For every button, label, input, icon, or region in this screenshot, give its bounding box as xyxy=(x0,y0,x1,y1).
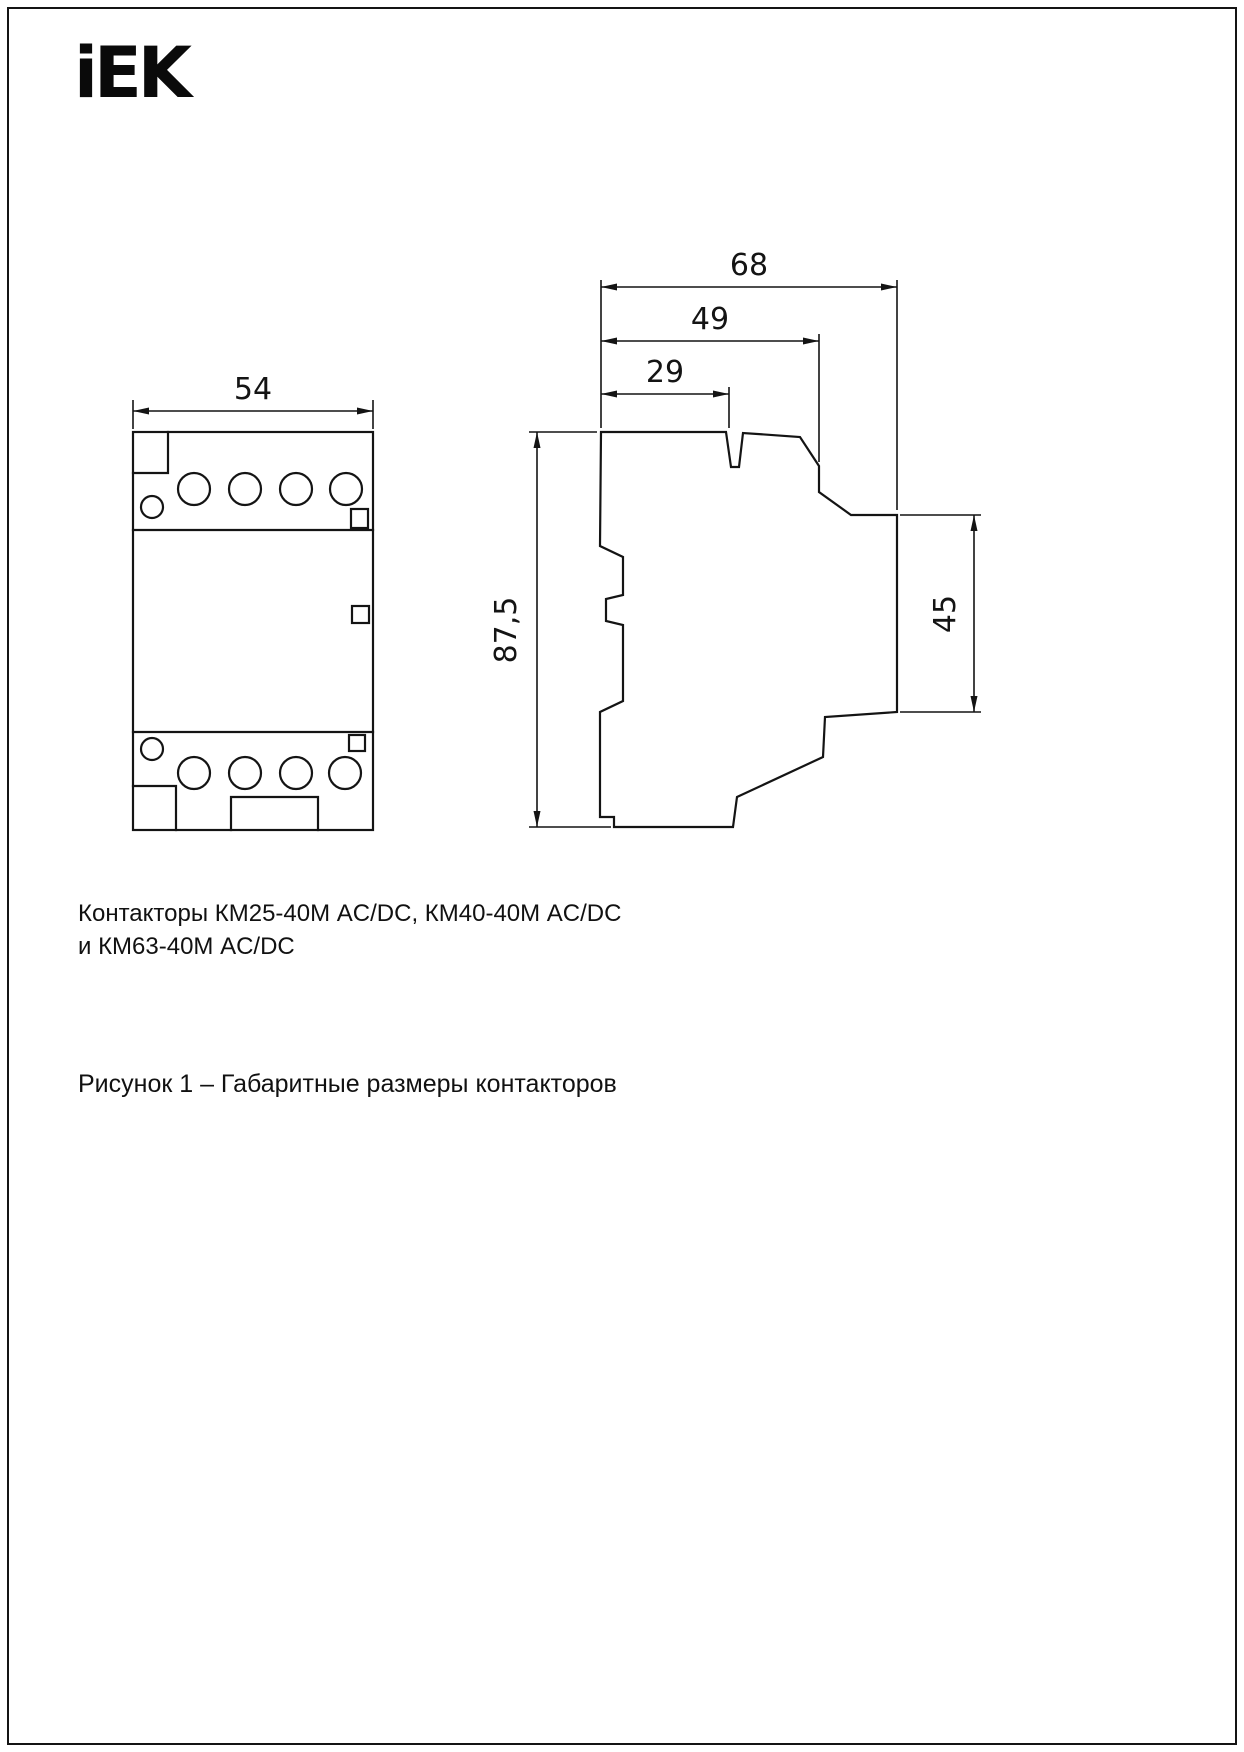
terminal-screw-bottom xyxy=(227,755,263,791)
models-caption-line2: и КМ63-40М AC/DC xyxy=(78,933,295,960)
dim-label-87-5: 87,5 xyxy=(489,597,524,664)
dim-body-depth: 49 xyxy=(601,302,820,462)
terminal-screw-small-bottom xyxy=(139,736,165,762)
dim-height: 87,5 xyxy=(489,431,611,828)
dim-label-54: 54 xyxy=(234,372,272,407)
side-view xyxy=(598,430,899,829)
terminal-screw-top xyxy=(278,471,314,507)
indicator-window-top xyxy=(349,507,370,530)
dim-front-width: 54 xyxy=(132,372,374,429)
figure-caption: Рисунок 1 – Габаритные размеры контактор… xyxy=(78,1070,617,1098)
dim-label-45: 45 xyxy=(928,595,963,633)
terminal-screw-small-top xyxy=(139,494,165,520)
dim-label-29: 29 xyxy=(646,355,684,390)
iek-logo: iEK xyxy=(74,32,192,114)
terminal-screw-bottom xyxy=(278,755,314,791)
front-view xyxy=(131,430,375,832)
terminal-screw-top xyxy=(176,471,212,507)
dim-total-depth: 68 xyxy=(600,248,898,510)
side-profile-outline xyxy=(598,430,899,829)
models-caption: Контакторы КМ25-40М AC/DC, КМ40-40М AC/D… xyxy=(78,897,621,963)
terminal-screw-bottom xyxy=(327,755,363,791)
terminal-screw-top xyxy=(227,471,263,507)
indicator-window-bottom xyxy=(347,733,367,753)
dim-rear-height: 45 xyxy=(900,514,981,713)
models-caption-line1: Контакторы КМ25-40М AC/DC, КМ40-40М AC/D… xyxy=(78,900,622,927)
terminal-screw-bottom xyxy=(176,755,212,791)
terminal-screw-top xyxy=(328,471,364,507)
indicator-window-middle xyxy=(350,604,371,625)
dim-front-depth: 29 xyxy=(601,355,730,428)
dim-label-68: 68 xyxy=(730,248,768,283)
dim-label-49: 49 xyxy=(691,302,729,337)
